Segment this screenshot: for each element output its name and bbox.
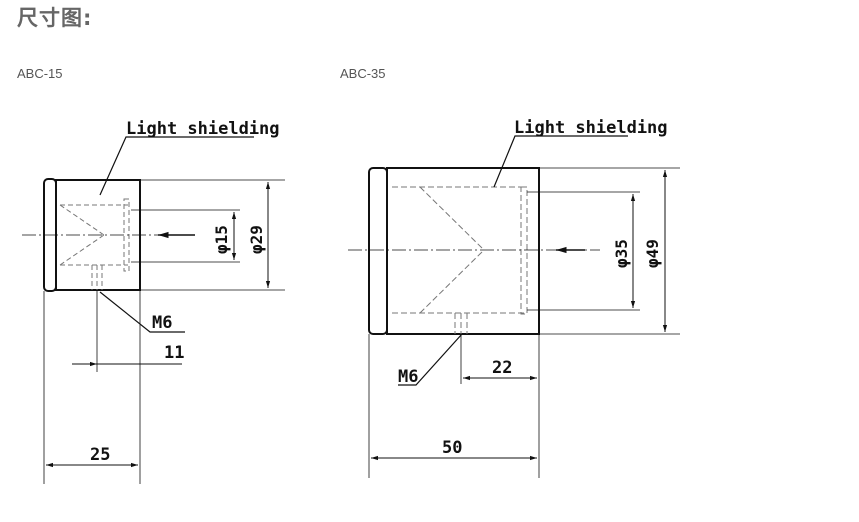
- dim-length-abc-15: 25: [90, 445, 110, 465]
- model-label-abc-15: ABC-15: [17, 66, 63, 81]
- flange-abc-35: [368, 167, 388, 335]
- hidden-lines-abc-15: [59, 198, 130, 290]
- dim-length-abc-35: 50: [442, 438, 462, 458]
- dim-inner-abc-35: φ35: [612, 239, 631, 268]
- callout-light-shielding-abc-15: Light shielding: [126, 119, 280, 139]
- leader-light-abc-35: [493, 135, 628, 188]
- page-title: 尺寸图:: [17, 6, 93, 30]
- drawing-abc-35: [348, 135, 680, 478]
- dim-inner-abc-15: φ15: [212, 225, 231, 254]
- model-label-abc-35: ABC-35: [340, 66, 386, 81]
- callout-light-shielding-abc-35: Light shielding: [514, 118, 668, 138]
- hidden-lines-abc-35: [392, 186, 528, 334]
- dim-offset-abc-35: 22: [492, 358, 512, 378]
- dim-outer-abc-15: φ29: [247, 225, 266, 254]
- dim-outer-abc-35: φ49: [643, 239, 662, 268]
- dim-offset-abc-15: 11: [164, 343, 184, 363]
- leader-light-abc-15: [99, 136, 254, 196]
- leader-m6-abc-15: [99, 291, 185, 333]
- drawing-abc-15: [22, 136, 285, 484]
- body-abc-35: [386, 167, 540, 335]
- leader-m6-abc-35: [398, 333, 463, 386]
- thread-label-abc-15: M6: [152, 313, 172, 333]
- thread-label-abc-35: M6: [398, 367, 418, 387]
